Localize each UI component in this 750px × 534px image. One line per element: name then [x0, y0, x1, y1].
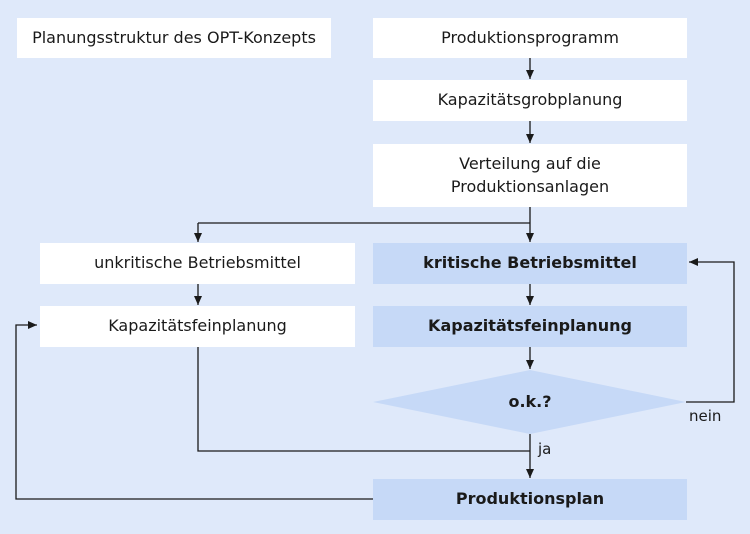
decision-label: o.k.? [470, 388, 590, 416]
edge-label-nein: nein [689, 407, 722, 425]
node-unkritische-betriebsmittel: unkritische Betriebsmittel [40, 243, 355, 284]
node-produktionsplan: Produktionsplan [373, 479, 687, 520]
node-verteilung: Verteilung auf die Produktionsanlagen [373, 144, 687, 207]
diagram-title: Planungsstruktur des OPT-Konzepts [17, 18, 331, 58]
edge-label-ja: ja [538, 440, 552, 458]
decision-diamond [373, 370, 686, 434]
decision-label-text: o.k.? [508, 391, 552, 411]
node-kapazitaetsfeinplanung-unkritisch: Kapazitätsfeinplanung [40, 306, 355, 347]
node-produktionsprogramm-label: Produktionsprogramm [441, 27, 619, 47]
node-kapazitaetsfeinplanung-kritisch-label: Kapazitätsfeinplanung [428, 316, 632, 336]
node-unkritische-betriebsmittel-label: unkritische Betriebsmittel [94, 253, 301, 273]
node-produktionsplan-label: Produktionsplan [455, 489, 605, 509]
node-kapazitaetsfeinplanung-kritisch: Kapazitätsfeinplanung [373, 306, 687, 347]
arrow-nein-loop [686, 258, 735, 403]
line-feinplanung-unkritisch-merge [197, 347, 530, 452]
node-kapazitaetsgrobplanung-label: Kapazitätsgrobplanung [437, 90, 623, 110]
node-produktionsprogramm: Produktionsprogramm [373, 18, 687, 58]
node-verteilung-label-line2: Produktionsanlagen [450, 176, 610, 196]
node-kapazitaetsfeinplanung-unkritisch-label: Kapazitätsfeinplanung [108, 316, 287, 336]
diagram-title-text: Planungsstruktur des OPT-Konzepts [32, 27, 316, 47]
node-kapazitaetsgrobplanung: Kapazitätsgrobplanung [373, 80, 687, 121]
node-verteilung-label-line1: Verteilung auf die [459, 154, 601, 174]
node-kritische-betriebsmittel: kritische Betriebsmittel [373, 243, 687, 284]
node-kritische-betriebsmittel-label: kritische Betriebsmittel [423, 253, 637, 273]
arrow-produktionsplan-feedback [15, 321, 373, 500]
